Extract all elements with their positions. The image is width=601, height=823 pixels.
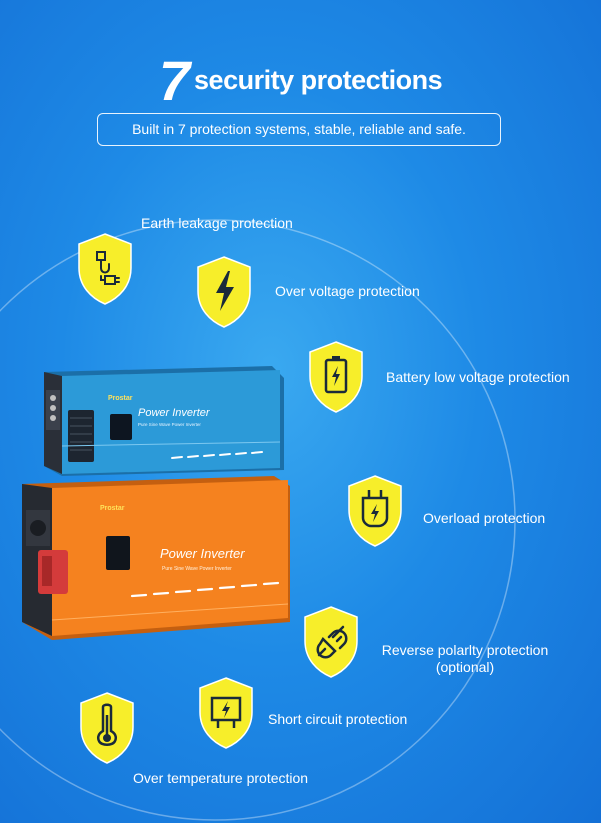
subtitle-box: Built in 7 protection systems, stable, r… xyxy=(97,113,501,146)
label-overload: Overload protection xyxy=(423,510,546,526)
orange-inverter: Prostar Power Inverter Pure Sine Wave Po… xyxy=(22,476,290,640)
plug-bolt-icon xyxy=(361,490,389,528)
shield-overload xyxy=(345,474,405,548)
shield-over-voltage xyxy=(194,255,254,329)
shield-earth-leakage xyxy=(75,232,135,306)
cable-plug-icon xyxy=(96,251,120,285)
blue-inverter-subtitle: Pure Sine Wave Power Inverter xyxy=(138,422,201,427)
orange-inverter-brand: Prostar xyxy=(100,505,125,512)
orange-inverter-name: Power Inverter xyxy=(160,546,245,561)
label-reverse-polarity-title: Reverse polarlty protection xyxy=(381,642,549,658)
title-text: security protections xyxy=(194,65,443,95)
label-reverse-polarity-optional: (optional) xyxy=(435,659,495,675)
blue-inverter: Prostar Power Inverter Pure Sine Wave Po… xyxy=(44,366,284,476)
inverter-product-image: Prostar Power Inverter Pure Sine Wave Po… xyxy=(22,366,290,640)
label-battery-low-voltage: Battery low voltage protection xyxy=(386,369,570,385)
thermometer-icon xyxy=(96,703,118,746)
shield-over-temperature xyxy=(77,691,137,765)
orange-inverter-subtitle: Pure Sine Wave Power Inverter xyxy=(162,566,232,572)
label-over-voltage: Over voltage protection xyxy=(275,283,420,299)
circuit-bolt-icon xyxy=(210,696,242,728)
label-over-temperature: Over temperature protection xyxy=(133,770,309,786)
shield-battery-low-voltage xyxy=(306,340,366,414)
battery-charging-icon xyxy=(324,356,348,394)
lightning-bolt-icon xyxy=(216,271,234,311)
label-earth-leakage: Earth leakage protection xyxy=(141,215,293,231)
blue-inverter-name: Power Inverter xyxy=(138,407,211,419)
blue-inverter-brand: Prostar xyxy=(108,395,133,402)
label-reverse-polarity: Reverse polarlty protection (optional) xyxy=(376,642,554,676)
shield-reverse-polarity xyxy=(301,605,361,679)
label-short-circuit: Short circuit protection xyxy=(268,711,408,727)
title-number: 7 xyxy=(158,49,190,112)
unplugged-plug-icon xyxy=(316,625,348,659)
shield-short-circuit xyxy=(196,676,256,750)
